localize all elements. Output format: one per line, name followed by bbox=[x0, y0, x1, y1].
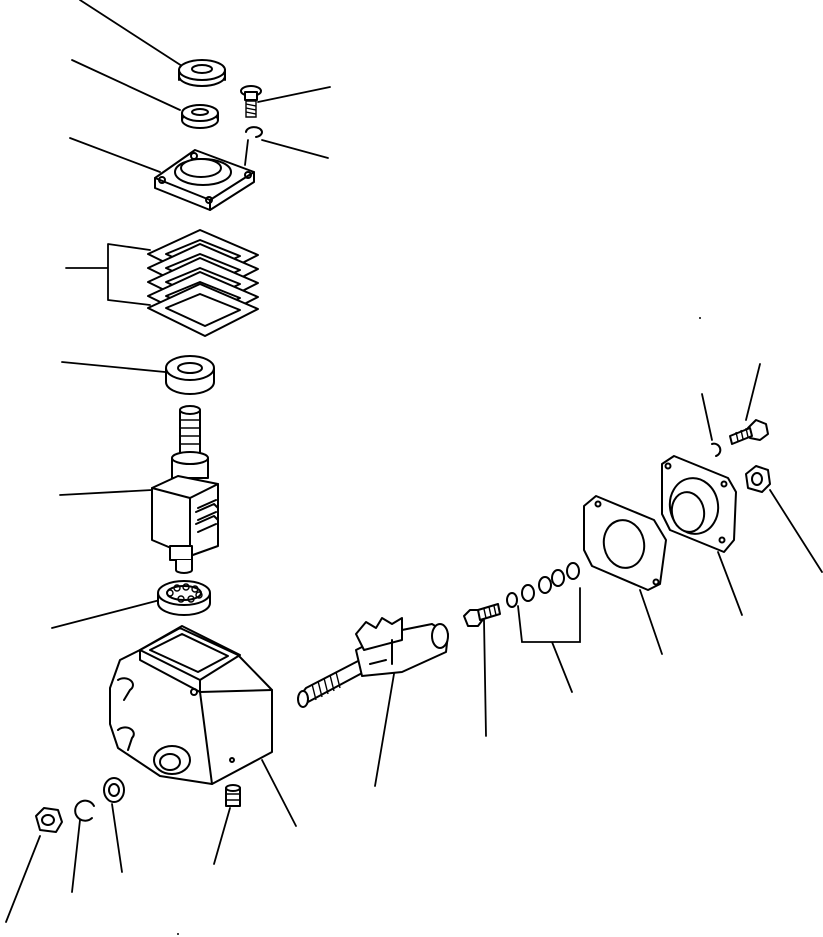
shim-5 bbox=[147, 283, 259, 337]
worm-shaft-icon bbox=[59, 405, 219, 574]
snap-ring-icon bbox=[71, 799, 95, 893]
oil-seal-icon bbox=[79, 0, 226, 87]
side-cover-icon bbox=[661, 455, 743, 616]
sector-shaft-icon bbox=[297, 617, 449, 787]
side-cover-washer-icon bbox=[701, 393, 722, 457]
housing-seal-icon bbox=[103, 777, 125, 873]
housing-nut-icon bbox=[5, 807, 63, 923]
stray-dot bbox=[699, 317, 701, 319]
shim-washers-icon bbox=[506, 562, 581, 693]
filler-plug-icon bbox=[213, 784, 241, 865]
upper-bearing-icon bbox=[61, 355, 215, 395]
lock-washer-icon bbox=[245, 126, 329, 159]
bearing-race-icon bbox=[71, 59, 219, 129]
adjusting-screw-icon bbox=[463, 603, 501, 737]
cover-plate-icon bbox=[69, 137, 255, 211]
lower-bearing-icon bbox=[51, 580, 211, 629]
gear-housing-icon bbox=[109, 625, 297, 827]
side-cover-bolt-icon bbox=[729, 363, 769, 445]
stray-dot bbox=[177, 933, 179, 935]
cap-bolt-icon bbox=[240, 85, 331, 118]
lock-nut-icon bbox=[745, 465, 823, 573]
side-gasket-icon bbox=[583, 495, 667, 655]
shim-stack-icon bbox=[65, 229, 259, 337]
